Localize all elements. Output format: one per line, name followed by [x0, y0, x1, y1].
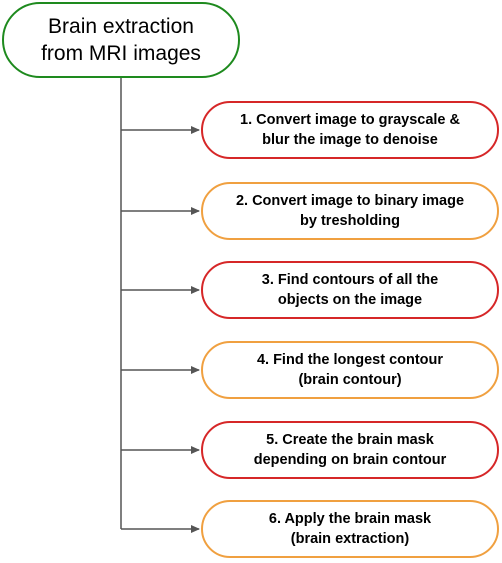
step-node-3: 3. Find contours of all the objects on t…	[201, 261, 499, 319]
step-node-5: 5. Create the brain mask depending on br…	[201, 421, 499, 479]
step-node-1: 1. Convert image to grayscale & blur the…	[201, 101, 499, 159]
step-1-label: 1. Convert image to grayscale & blur the…	[240, 112, 460, 148]
root-node: Brain extraction from MRI images	[2, 2, 240, 78]
step-3-label: 3. Find contours of all the objects on t…	[261, 272, 439, 308]
step-4-label: 4. Find the longest contour (brain conto…	[256, 352, 444, 388]
step-2-label: 2. Convert image to binary image by tres…	[235, 193, 465, 229]
root-node-label: Brain extraction from MRI images	[41, 15, 201, 65]
step-6-label: 6. Apply the brain mask (brain extractio…	[268, 511, 432, 547]
step-node-4: 4. Find the longest contour (brain conto…	[201, 341, 499, 399]
step-node-6: 6. Apply the brain mask (brain extractio…	[201, 500, 499, 558]
step-5-label: 5. Create the brain mask depending on br…	[253, 432, 447, 468]
step-node-2: 2. Convert image to binary image by tres…	[201, 182, 499, 240]
